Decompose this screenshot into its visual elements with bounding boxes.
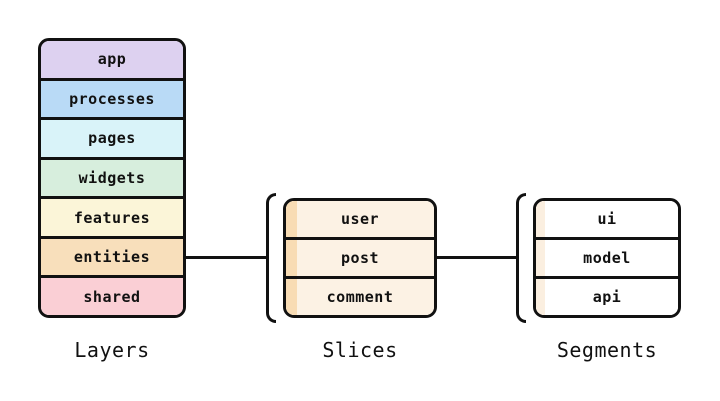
layer-row-entities: entities bbox=[41, 235, 183, 276]
layers-caption: Layers bbox=[74, 338, 150, 362]
layer-row-label: entities bbox=[73, 248, 151, 267]
slices-bracket bbox=[266, 193, 276, 323]
segments-caption: Segments bbox=[556, 338, 658, 362]
segment-row-api: api bbox=[536, 276, 678, 315]
segments-bracket bbox=[516, 193, 526, 323]
segments-group: ui model api bbox=[533, 198, 681, 318]
layer-row-label: features bbox=[73, 208, 151, 227]
layer-row-label: pages bbox=[88, 129, 136, 148]
slice-row-label: user bbox=[340, 210, 380, 228]
layers-stack: app processes pages widgets features ent… bbox=[38, 38, 186, 318]
layer-row-pages: pages bbox=[41, 117, 183, 157]
slice-row-comment: comment bbox=[286, 276, 434, 315]
slice-row-post: post bbox=[286, 237, 434, 276]
layer-row-shared: shared bbox=[41, 275, 183, 315]
layer-row-widgets: widgets bbox=[41, 156, 183, 197]
slices-group: user post comment bbox=[283, 198, 437, 318]
segment-accent-stripe bbox=[536, 279, 545, 315]
segment-row-label: ui bbox=[597, 210, 617, 228]
segment-row-ui: ui bbox=[536, 201, 678, 237]
slices-caption: Slices bbox=[322, 338, 398, 362]
slice-accent-stripe bbox=[286, 240, 297, 276]
slice-accent-stripe bbox=[286, 279, 297, 315]
layer-row-features: features bbox=[41, 196, 183, 236]
layer-row-label: processes bbox=[69, 89, 155, 108]
layer-row-label: app bbox=[97, 50, 127, 69]
layer-row-label: widgets bbox=[78, 169, 146, 188]
slice-row-label: post bbox=[340, 249, 380, 267]
slice-row-user: user bbox=[286, 201, 434, 237]
layer-row-app: app bbox=[41, 41, 183, 78]
segment-row-label: api bbox=[592, 288, 622, 306]
layer-row-processes: processes bbox=[41, 77, 183, 118]
layer-row-label: shared bbox=[83, 287, 141, 306]
segment-accent-stripe bbox=[536, 240, 545, 276]
slice-row-label: comment bbox=[326, 288, 394, 306]
segment-row-label: model bbox=[583, 249, 631, 267]
connector-post-to-segments bbox=[435, 256, 517, 259]
connector-entities-to-slices bbox=[184, 256, 267, 259]
segment-accent-stripe bbox=[536, 201, 545, 237]
segment-row-model: model bbox=[536, 237, 678, 276]
slice-accent-stripe bbox=[286, 201, 297, 237]
